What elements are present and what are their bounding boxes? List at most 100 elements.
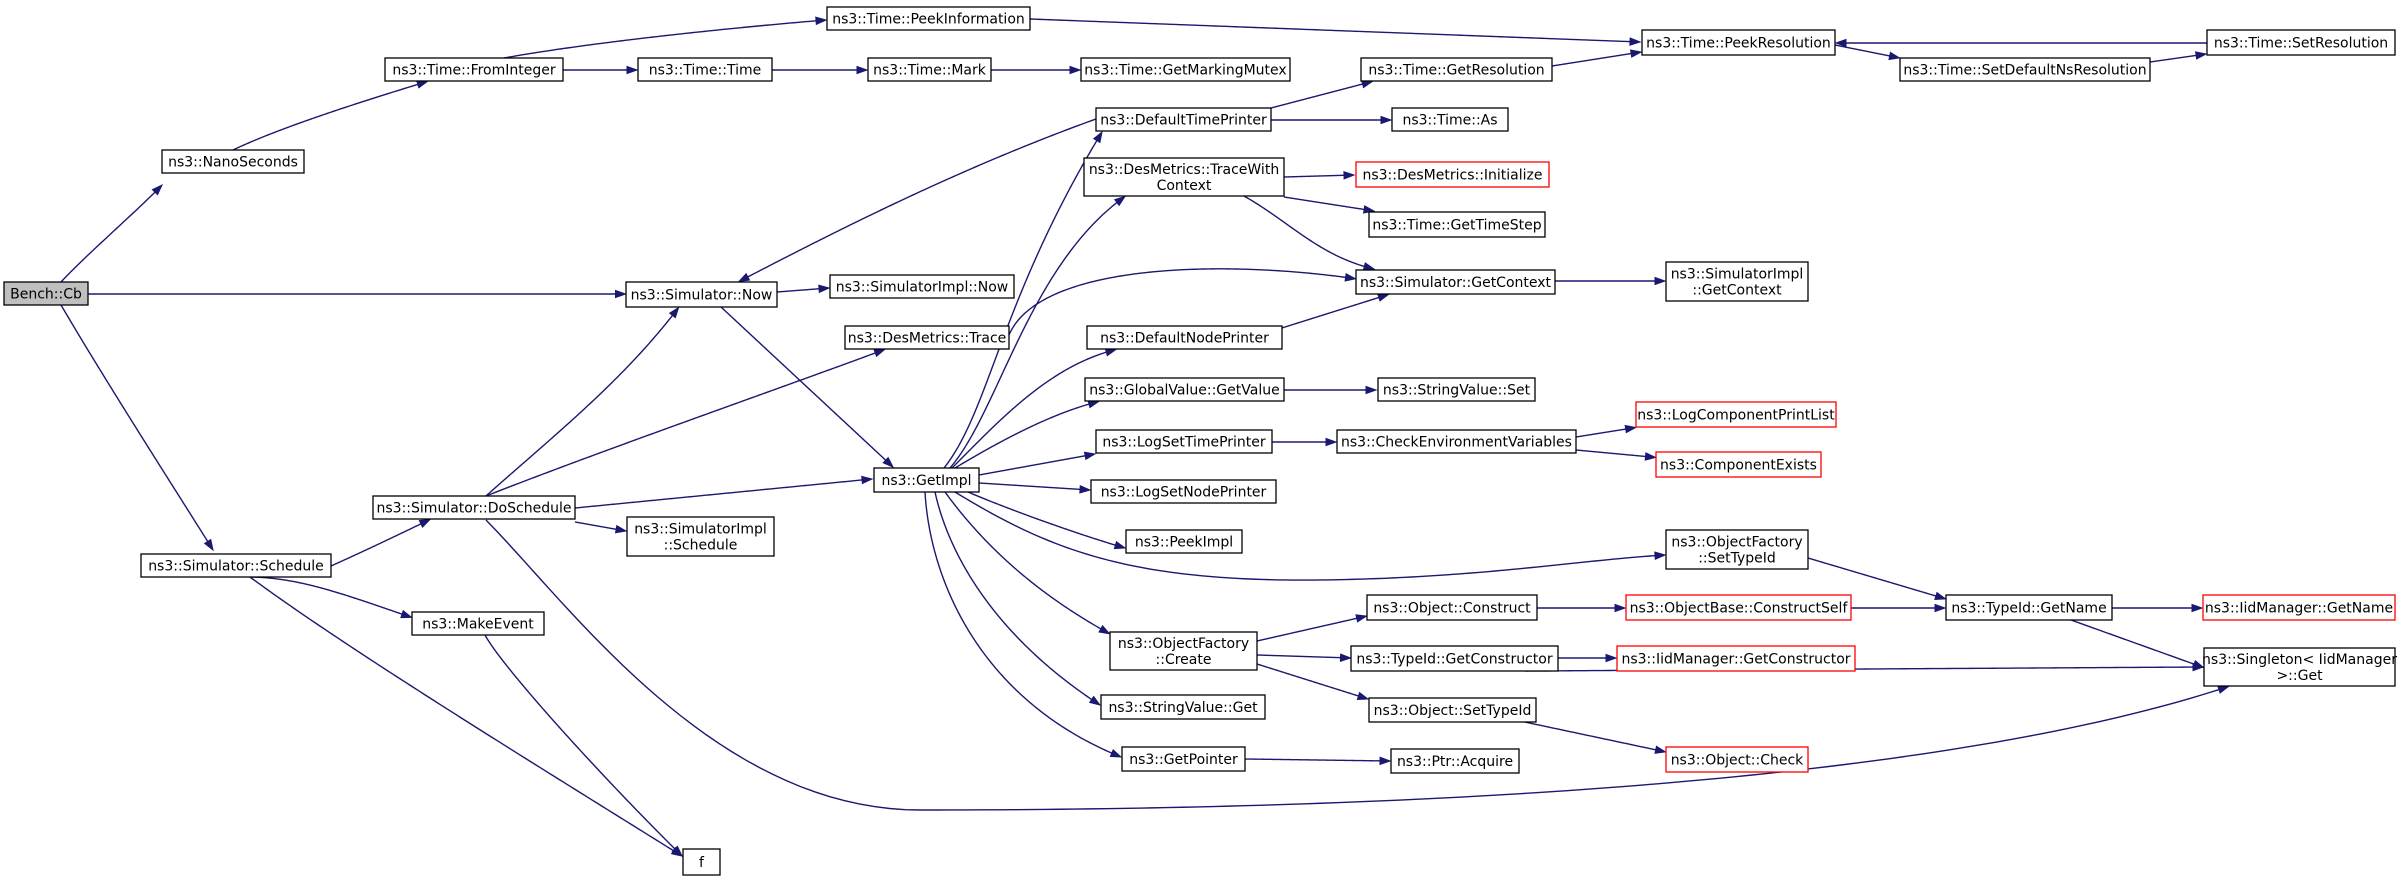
- node-box[interactable]: [1377, 377, 1536, 402]
- node-checkenv[interactable]: ns3::CheckEnvironmentVariables: [1336, 429, 1577, 454]
- node-box[interactable]: [1616, 645, 1856, 672]
- node-box[interactable]: [1368, 697, 1537, 723]
- node-setdefns[interactable]: ns3::Time::SetDefaultNsResolution: [1899, 57, 2151, 82]
- node-time[interactable]: ns3::Time::Time: [637, 57, 773, 82]
- node-tidgetname[interactable]: ns3::TypeId::GetName: [1945, 594, 2113, 621]
- node-markmutex[interactable]: ns3::Time::GetMarkingMutex: [1080, 57, 1291, 82]
- node-gettimestep[interactable]: ns3::Time::GetTimeStep: [1368, 211, 1546, 238]
- node-svset[interactable]: ns3::StringValue::Set: [1377, 377, 1536, 402]
- node-box[interactable]: [1355, 161, 1550, 188]
- node-box[interactable]: [637, 57, 773, 82]
- node-getpointer[interactable]: ns3::GetPointer: [1121, 746, 1246, 772]
- node-implsched[interactable]: ns3::SimulatorImpl::Schedule: [626, 516, 775, 557]
- node-mark[interactable]: ns3::Time::Mark: [867, 57, 992, 82]
- node-objsettid[interactable]: ns3::Object::SetTypeId: [1368, 697, 1537, 723]
- node-box[interactable]: [1083, 157, 1285, 197]
- node-singleton[interactable]: ns3::Singleton< IidManager>::Get: [2202, 647, 2397, 687]
- node-box[interactable]: [626, 516, 775, 557]
- node-implnow[interactable]: ns3::SimulatorImpl::Now: [829, 274, 1015, 299]
- node-box[interactable]: [1366, 594, 1538, 621]
- node-box[interactable]: [1641, 29, 1836, 56]
- node-box[interactable]: [1625, 594, 1852, 621]
- node-box[interactable]: [3, 281, 89, 306]
- node-box[interactable]: [1090, 479, 1277, 504]
- node-box[interactable]: [1095, 429, 1273, 454]
- node-defnp[interactable]: ns3::DefaultNodePrinter: [1086, 325, 1283, 350]
- node-objcheck[interactable]: ns3::Object::Check: [1665, 746, 1809, 773]
- node-svget[interactable]: ns3::StringValue::Get: [1100, 694, 1266, 720]
- node-setres[interactable]: ns3::Time::SetResolution: [2206, 29, 2396, 56]
- node-objconstruct[interactable]: ns3::Object::Construct: [1366, 594, 1538, 621]
- node-peekinfo[interactable]: ns3::Time::PeekInformation: [826, 6, 1031, 31]
- node-trace[interactable]: ns3::DesMetrics::Trace: [844, 325, 1010, 350]
- node-box[interactable]: [1368, 211, 1546, 238]
- node-doschedule[interactable]: ns3::Simulator::DoSchedule: [372, 495, 576, 520]
- node-getres[interactable]: ns3::Time::GetResolution: [1360, 57, 1553, 82]
- node-getimpl[interactable]: ns3::GetImpl: [873, 467, 980, 493]
- node-fromint[interactable]: ns3::Time::FromInteger: [384, 57, 564, 82]
- node-f[interactable]: f: [682, 848, 721, 876]
- node-box[interactable]: [1121, 746, 1246, 772]
- node-timeas[interactable]: ns3::Time::As: [1391, 107, 1509, 132]
- node-implgetctx[interactable]: ns3::SimulatorImpl::GetContext: [1665, 261, 1809, 302]
- node-box[interactable]: [1080, 57, 1291, 82]
- node-box[interactable]: [1635, 401, 1837, 428]
- node-sched[interactable]: ns3::Simulator::Schedule: [140, 553, 332, 578]
- node-logsnp[interactable]: ns3::LogSetNodePrinter: [1090, 479, 1277, 504]
- node-makeevent[interactable]: ns3::MakeEvent: [411, 611, 545, 636]
- node-box[interactable]: [1665, 529, 1809, 570]
- node-obconstructself[interactable]: ns3::ObjectBase::ConstructSelf: [1625, 594, 1852, 621]
- node-box[interactable]: [1084, 377, 1285, 402]
- node-ofcreate[interactable]: ns3::ObjectFactory::Create: [1109, 631, 1258, 671]
- node-box[interactable]: [1360, 57, 1553, 82]
- node-box[interactable]: [1350, 645, 1559, 672]
- node-box[interactable]: [1109, 631, 1258, 671]
- node-box[interactable]: [140, 553, 332, 578]
- node-box[interactable]: [1125, 529, 1243, 554]
- node-box[interactable]: [625, 281, 778, 308]
- node-box[interactable]: [2206, 29, 2396, 56]
- node-iidgetname[interactable]: ns3::IidManager::GetName: [2202, 594, 2396, 621]
- node-box[interactable]: [1655, 451, 1822, 478]
- node-bench-cb[interactable]: Bench::Cb: [3, 281, 89, 306]
- node-now[interactable]: ns3::Simulator::Now: [625, 281, 778, 308]
- node-box[interactable]: [1355, 269, 1556, 295]
- node-box[interactable]: [1336, 429, 1577, 454]
- node-box[interactable]: [1095, 107, 1272, 132]
- node-ptracquire[interactable]: ns3::Ptr::Acquire: [1390, 748, 1520, 774]
- node-box[interactable]: [1665, 261, 1809, 302]
- node-box[interactable]: [826, 6, 1031, 31]
- node-tidgetctor[interactable]: ns3::TypeId::GetConstructor: [1350, 645, 1559, 672]
- node-box[interactable]: [873, 467, 980, 493]
- node-box[interactable]: [411, 611, 545, 636]
- node-box[interactable]: [2202, 594, 2396, 621]
- node-box[interactable]: [384, 57, 564, 82]
- node-gvgetval[interactable]: ns3::GlobalValue::GetValue: [1084, 377, 1285, 402]
- node-box[interactable]: [1100, 694, 1266, 720]
- node-getctx[interactable]: ns3::Simulator::GetContext: [1355, 269, 1556, 295]
- node-logcpl[interactable]: ns3::LogComponentPrintList: [1635, 401, 1837, 428]
- node-box[interactable]: [867, 57, 992, 82]
- node-box[interactable]: [682, 848, 721, 876]
- node-deftp[interactable]: ns3::DefaultTimePrinter: [1095, 107, 1272, 132]
- node-peekimpl[interactable]: ns3::PeekImpl: [1125, 529, 1243, 554]
- node-box[interactable]: [829, 274, 1015, 299]
- node-box[interactable]: [2203, 647, 2396, 687]
- node-box[interactable]: [1665, 746, 1809, 773]
- node-box[interactable]: [1391, 107, 1509, 132]
- node-box[interactable]: [1899, 57, 2151, 82]
- node-box[interactable]: [1086, 325, 1283, 350]
- node-box[interactable]: [844, 325, 1010, 350]
- node-compexists[interactable]: ns3::ComponentExists: [1655, 451, 1822, 478]
- node-logstp[interactable]: ns3::LogSetTimePrinter: [1095, 429, 1273, 454]
- node-box[interactable]: [161, 149, 305, 174]
- node-nanoseconds[interactable]: ns3::NanoSeconds: [161, 149, 305, 174]
- node-ofsettid[interactable]: ns3::ObjectFactory::SetTypeId: [1665, 529, 1809, 570]
- node-dminit[interactable]: ns3::DesMetrics::Initialize: [1355, 161, 1550, 188]
- node-box[interactable]: [1945, 594, 2113, 621]
- node-box[interactable]: [1390, 748, 1520, 774]
- node-iidgetctor[interactable]: ns3::IidManager::GetConstructor: [1616, 645, 1856, 672]
- node-box[interactable]: [372, 495, 576, 520]
- node-peekres[interactable]: ns3::Time::PeekResolution: [1641, 29, 1836, 56]
